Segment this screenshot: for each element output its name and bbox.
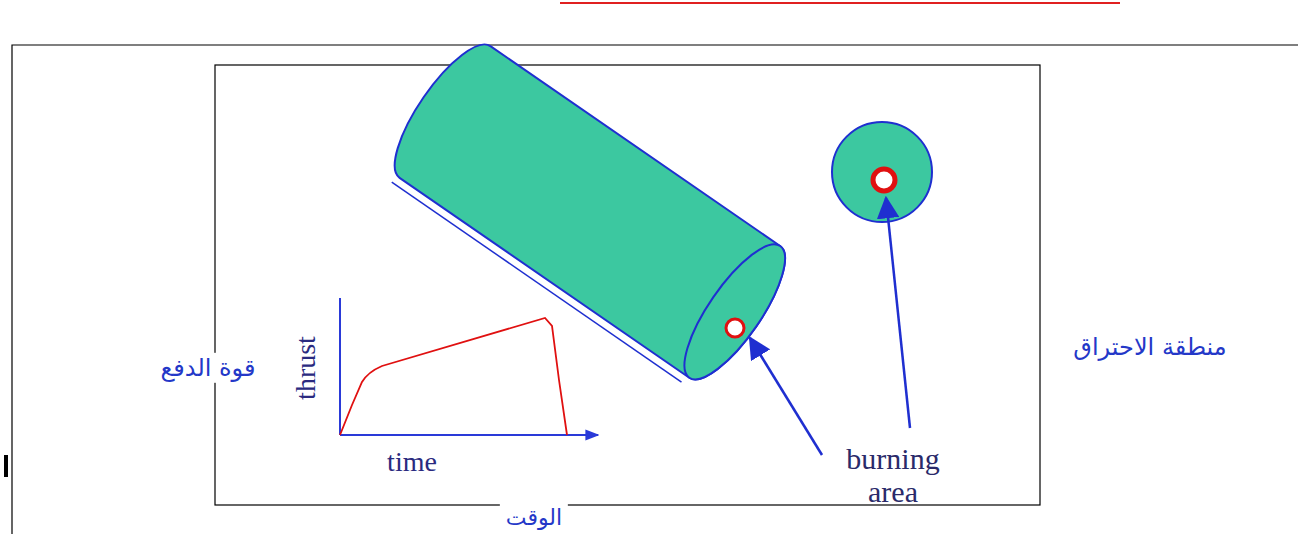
burning-hole xyxy=(726,319,744,337)
thrust-curve xyxy=(340,318,567,435)
leader-arrow xyxy=(750,338,822,455)
burning-hole xyxy=(873,169,895,191)
grain-cross-section xyxy=(832,122,932,222)
y-axis xyxy=(339,298,341,435)
x-axis xyxy=(340,434,598,436)
arabic-label: الوقت xyxy=(500,504,568,532)
frame-mark xyxy=(4,455,8,477)
part-label: burning area xyxy=(823,442,963,508)
leader-arrow xyxy=(886,198,910,428)
propellant-grain-cylinder xyxy=(374,31,802,399)
arabic-label: قوة الدفع xyxy=(155,353,262,383)
arabic-label: منطقة الاحتراق xyxy=(1067,332,1232,362)
title-underline xyxy=(560,2,1120,4)
axis-label: thrust xyxy=(291,336,322,400)
axis-label: time xyxy=(387,447,437,478)
